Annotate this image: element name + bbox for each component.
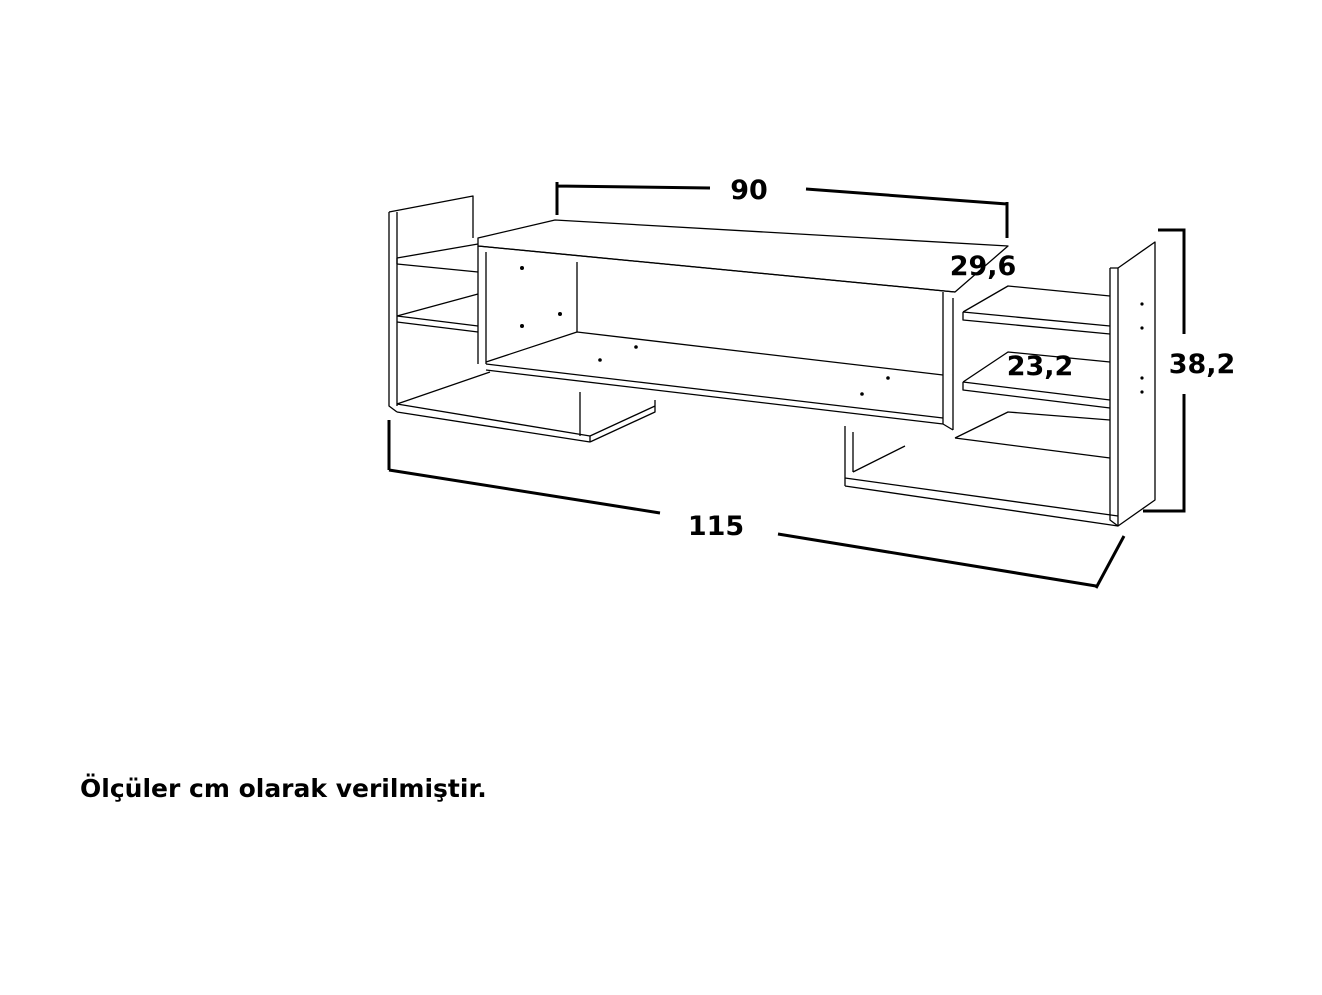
right-middle-shelf [962, 351, 1111, 409]
furniture-outline [388, 195, 1156, 527]
right-side-panel [1117, 241, 1156, 527]
central-left-wall [477, 246, 487, 364]
right-side-panel-front [1109, 267, 1119, 527]
top-width-label: 90 [730, 175, 768, 206]
central-top-panel-front [477, 245, 956, 293]
central-top-panel [477, 219, 1009, 293]
depth-label: 29,6 [950, 251, 1017, 282]
total-width-label: 115 [688, 511, 744, 542]
right-upper-shelf [962, 285, 1111, 335]
dimension-lines [387, 182, 1186, 589]
total-width-dimension-line [387, 420, 1126, 589]
units-note: Ölçüler cm olarak verilmiştir. [80, 774, 487, 803]
left-upper-shelf [396, 243, 479, 273]
assembly-holes [520, 266, 1144, 396]
right-lower-shelf [954, 411, 1111, 459]
left-side-panel-edge [388, 212, 398, 413]
central-right-wall [942, 292, 954, 431]
left-lower-shelf [396, 371, 591, 443]
central-bottom-shelf [485, 331, 944, 425]
left-side-panel [388, 195, 474, 238]
left-base-block [579, 392, 656, 443]
inner-height-label: 23,2 [1007, 351, 1074, 382]
total-height-dimension-line [1143, 228, 1186, 513]
total-height-label: 38,2 [1169, 349, 1236, 380]
left-middle-shelf [396, 293, 479, 333]
top-width-dimension-line [555, 182, 1009, 238]
right-base-block [844, 426, 1119, 527]
